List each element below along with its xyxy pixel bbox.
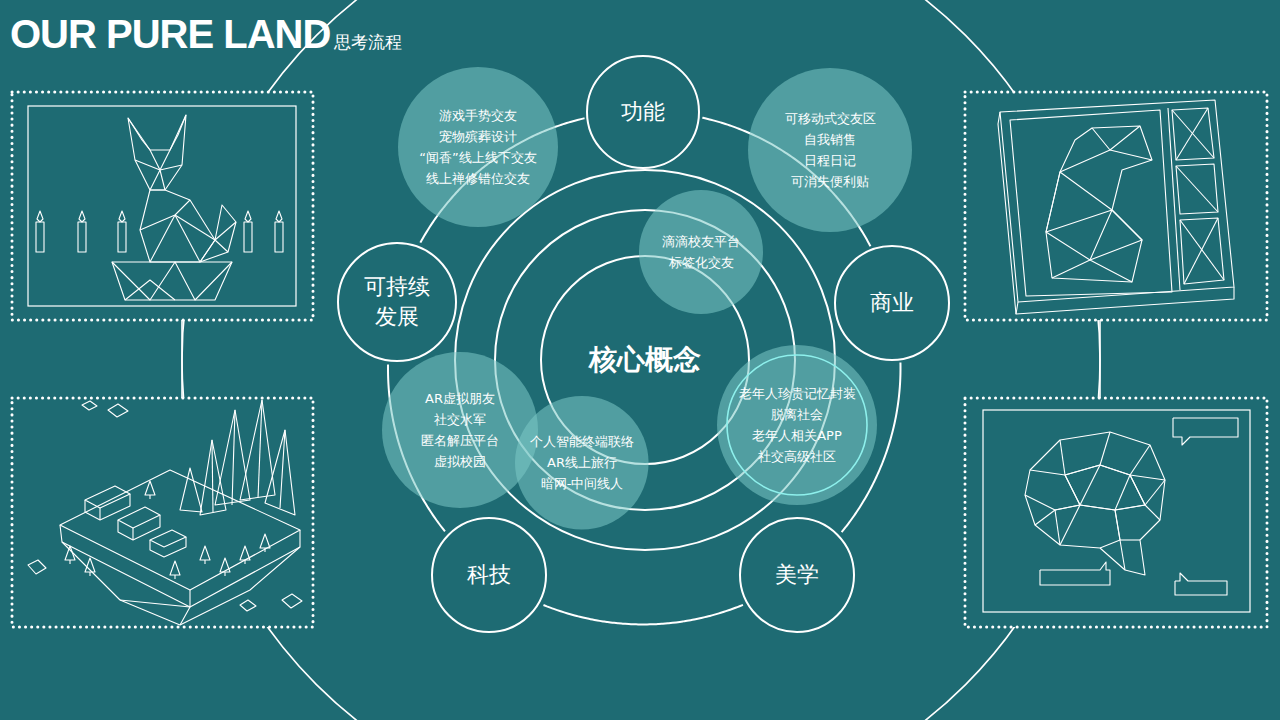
idea-text: 滴滴校友平台 [662, 231, 740, 252]
ring-connector-group [543, 605, 743, 625]
circle-border [835, 246, 949, 360]
title-bar: OUR PURE LAND思考流程 [10, 12, 402, 57]
concept-text: 核心概念 [589, 343, 701, 377]
trees [65, 481, 270, 579]
idea-bubble: AR虚拟朋友社交水军匿名解压平台虚拟校园 [382, 352, 538, 508]
idea-text: AR虚拟朋友 [421, 388, 499, 409]
idea-text: 脱离社会 [739, 404, 856, 425]
idea-text: 标签化交友 [662, 252, 740, 273]
idea-text: 宠物殡葬设计 [419, 126, 536, 147]
category-label: 可持续 发展 [361, 272, 434, 332]
bubble-fill [515, 396, 649, 530]
text-block: AR虚拟朋友社交水军匿名解压平台虚拟校园 [421, 388, 499, 472]
circle-border [338, 243, 456, 361]
circle-outline [748, 68, 912, 232]
text-block: 老年人珍贵记忆封装脱离社会老年人相关APP社交高级社区 [739, 383, 856, 467]
idea-text: 可移动式交友区 [785, 108, 876, 129]
text-block: 游戏手势交友宠物殡葬设计“闻香”线上线下交友线上禅修错位交友 [419, 105, 536, 189]
bubble-fill [382, 352, 538, 508]
idea-text: 线上禅修错位交友 [419, 168, 536, 189]
idea-text: AR线上旅行 [530, 452, 634, 473]
idea-bubble: 滴滴校友平台标签化交友 [639, 190, 763, 314]
circle-outline [717, 345, 877, 505]
circle-outline [337, 242, 457, 362]
idea-text: 老年人相关APP [739, 425, 856, 446]
bubble-fill [639, 190, 763, 314]
category-circle: 美学 [739, 517, 855, 633]
idea-text: 游戏手势交友 [419, 105, 536, 126]
idea-text: 虚拟校园 [421, 451, 499, 472]
text-block: 功能 [621, 98, 665, 126]
category-label: 商业 [870, 289, 914, 317]
category-label: 美学 [775, 561, 819, 589]
box-illustration [998, 100, 1234, 314]
idea-text: 社交水军 [421, 409, 499, 430]
bubble-fill [748, 68, 912, 232]
brain-illustration [1025, 418, 1238, 595]
idea-text: 社交高级社区 [739, 446, 856, 467]
bubble-fill [398, 67, 558, 227]
box-panel [965, 92, 1267, 320]
fox-panel [12, 92, 313, 320]
category-circle: 可持续 发展 [337, 242, 457, 362]
text-block: 美学 [775, 561, 819, 589]
idea-text: 日程日记 [785, 150, 876, 171]
circle-border [587, 56, 699, 168]
circle-border [432, 518, 546, 632]
circle-outline [639, 190, 763, 314]
bubble-fill [717, 345, 877, 505]
title: OUR PURE LAND [10, 12, 330, 57]
text-block: 个人智能终端联络AR线上旅行暗网-中间线人 [530, 431, 634, 494]
idea-text: 暗网-中间线人 [530, 473, 634, 494]
panel-joint [181, 320, 183, 398]
category-circle: 科技 [431, 517, 547, 633]
circle-outline [382, 352, 538, 508]
circle-border [740, 518, 854, 632]
fox-illustration [112, 115, 236, 300]
brain-panel [965, 398, 1267, 627]
idea-bubble: 老年人珍贵记忆封装脱离社会老年人相关APP社交高级社区 [717, 345, 877, 505]
idea-text: 可消失便利贴 [785, 171, 876, 192]
island-illustration [28, 400, 302, 625]
outer-ring [182, 0, 1100, 720]
category-label: 功能 [621, 98, 665, 126]
category-circle: 商业 [834, 245, 950, 361]
idea-text: “闻香”线上线下交友 [419, 147, 536, 168]
idea-text: 个人智能终端联络 [530, 431, 634, 452]
text-block: 滴滴校友平台标签化交友 [662, 231, 740, 273]
idea-text: 匿名解压平台 [421, 430, 499, 451]
panel-joint [1099, 320, 1101, 398]
idea-text: 老年人珍贵记忆封装 [739, 383, 856, 404]
text-block: 可持续 发展 [361, 272, 434, 332]
island-panel [12, 398, 313, 627]
circle-outline [398, 67, 558, 227]
subtitle-label: 思考流程 [334, 31, 402, 54]
candles [36, 211, 283, 252]
text-block: 商业 [870, 289, 914, 317]
text-block: 科技 [467, 561, 511, 589]
idea-text: 自我销售 [785, 129, 876, 150]
idea-bubble: 个人智能终端联络AR线上旅行暗网-中间线人 [515, 396, 649, 530]
text-block: 可移动式交友区自我销售日程日记可消失便利贴 [785, 108, 876, 192]
ring-connector [543, 605, 743, 625]
highlight-ring [727, 355, 867, 495]
idea-bubble: 游戏手势交友宠物殡葬设计“闻香”线上线下交友线上禅修错位交友 [398, 67, 558, 227]
category-circle: 功能 [586, 55, 700, 169]
text-block: 核心概念 [589, 343, 701, 377]
category-label: 科技 [467, 561, 511, 589]
idea-bubble: 可移动式交友区自我销售日程日记可消失便利贴 [748, 68, 912, 232]
panels [12, 92, 1267, 627]
